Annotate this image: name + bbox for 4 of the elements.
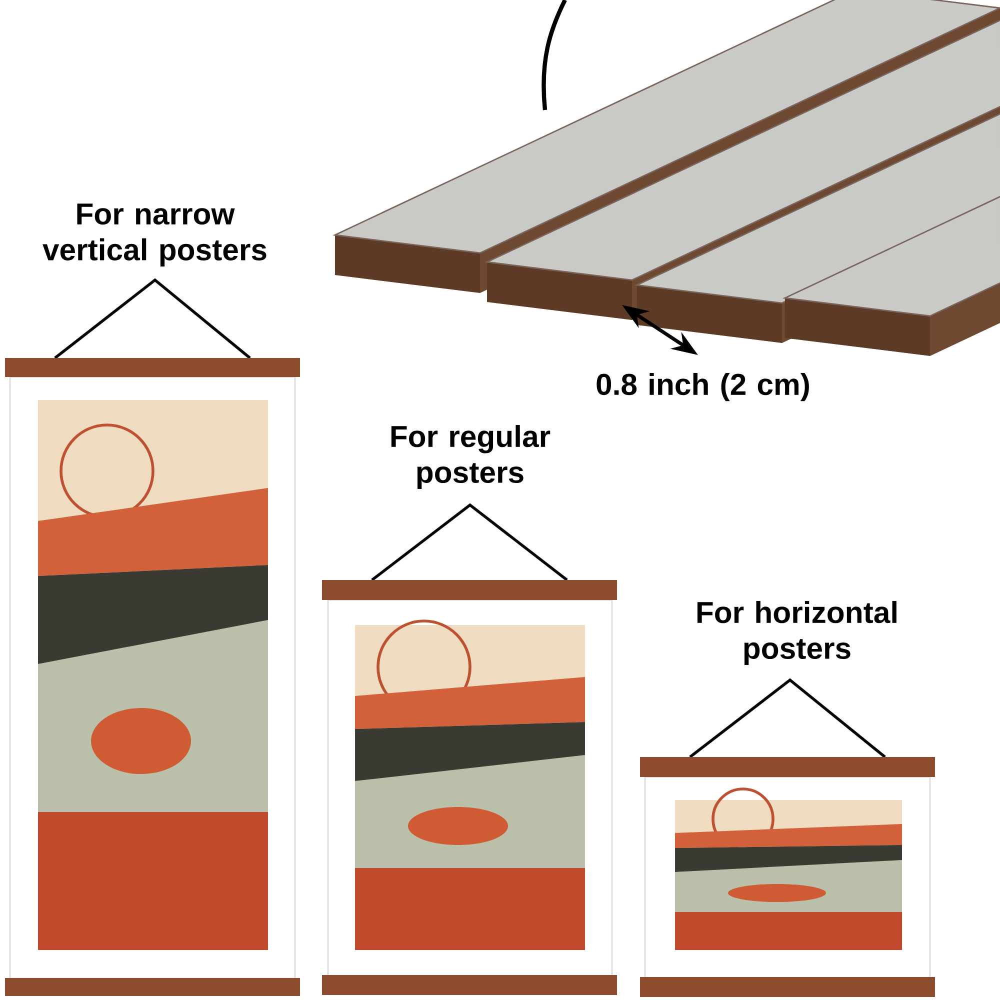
caption-text: For regular posters: [391, 425, 550, 490]
caption-text: For narrow vertical posters: [42, 204, 266, 266]
caption-text: 0.8 inch (2 cm): [596, 372, 809, 402]
caption-text: For horizontal posters: [697, 601, 896, 666]
